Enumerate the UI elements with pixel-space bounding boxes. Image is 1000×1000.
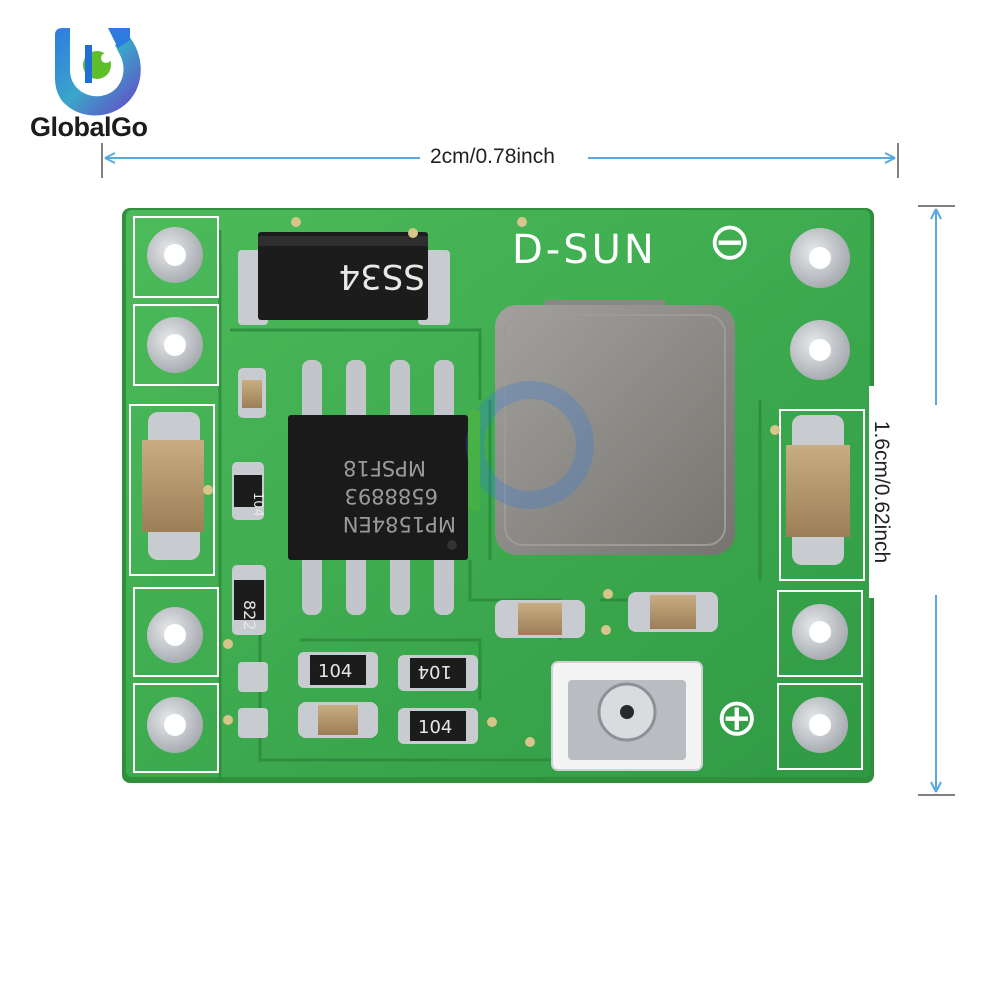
ic-chip	[288, 360, 468, 615]
diode-marking: SS34	[339, 256, 425, 296]
input-capacitor	[142, 412, 204, 560]
resistor-marking-vertical: 104	[250, 492, 265, 517]
resistor-104-c	[398, 708, 478, 744]
resistor-104-vertical	[232, 462, 264, 520]
resistor-104-b	[398, 655, 478, 691]
smd-capacitor-4	[298, 702, 378, 738]
chip-marking-line1: MP1584EN	[343, 512, 456, 536]
height-dimension-line	[918, 205, 955, 796]
input-pads	[147, 227, 203, 753]
resistor-marking-a: 104	[318, 661, 352, 682]
chip-marking-line2: 6588893	[344, 484, 438, 508]
width-dimension-line	[101, 143, 899, 178]
watermark-icon	[466, 381, 594, 510]
pcb-board	[122, 208, 874, 783]
smd-capacitor-3	[628, 592, 718, 632]
smd-capacitor-2	[495, 600, 585, 638]
resistor-104-a	[298, 652, 378, 688]
plus-symbol: ⊕	[715, 688, 759, 748]
potentiometer-trimmer	[551, 661, 703, 771]
height-dimension-label: 1.6cm/0.62inch	[869, 386, 893, 598]
output-pads	[790, 228, 850, 753]
board-brand-mark: D-SUN	[512, 227, 657, 273]
chip-marking-line3: MPSF18	[343, 456, 426, 480]
brand-name: GlobalGo	[30, 112, 148, 142]
output-capacitor	[786, 415, 850, 565]
resistor-marking-822: 822	[240, 600, 259, 631]
smd-capacitor-1	[238, 368, 266, 418]
resistor-marking-b: 104	[418, 661, 452, 682]
resistor-marking-c: 104	[418, 717, 452, 738]
resistor-822	[232, 565, 266, 635]
inductor	[495, 300, 735, 555]
width-dimension-label: 2cm/0.78inch	[420, 145, 565, 169]
diode-ss34	[238, 232, 450, 325]
brand-logo-icon	[55, 28, 141, 116]
minus-symbol: ⊖	[708, 212, 752, 272]
